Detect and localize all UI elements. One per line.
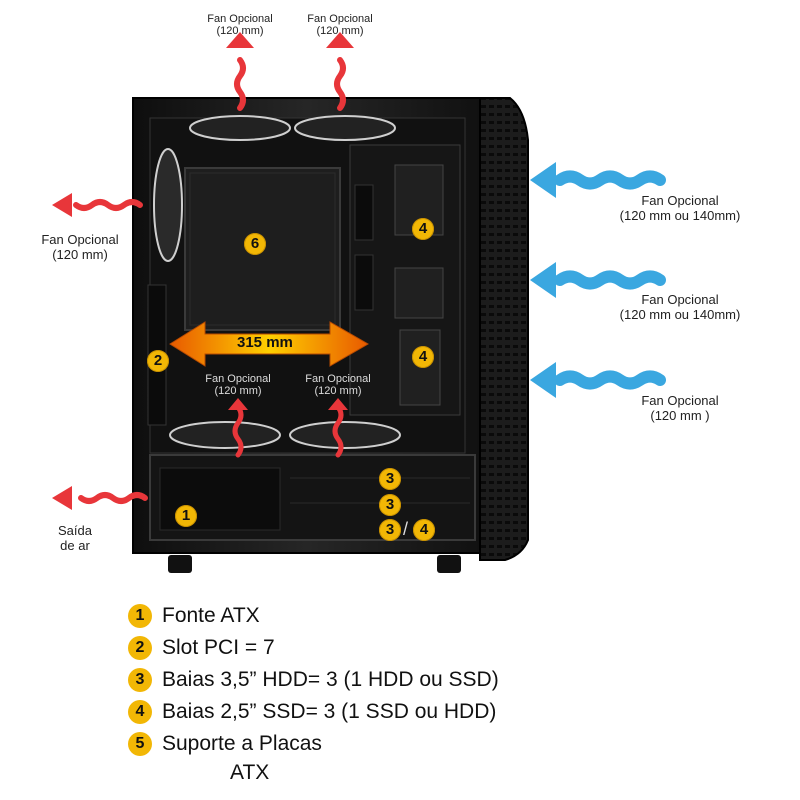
legend-text-4: Baias 2,5” SSD= 3 (1 SSD ou HDD) xyxy=(162,700,497,723)
case-shell xyxy=(132,97,529,573)
exhaust-arrows xyxy=(52,32,354,510)
badge-slash: / xyxy=(403,519,409,539)
legend-badge-5: 5 xyxy=(128,732,152,756)
rear-fan-label: Fan Opcional(120 mm) xyxy=(41,232,119,262)
legend-item-1: 1 Fonte ATX xyxy=(128,600,688,632)
legend-badge-1: 1 xyxy=(128,604,152,628)
legend-text-5-continuation: ATX xyxy=(230,761,270,784)
badge-3-bottom: 3 xyxy=(379,519,401,541)
legend-text-3: Baias 3,5” HDD= 3 (1 HDD ou SSD) xyxy=(162,668,499,691)
bottom-fan-2-label: Fan Opcional(120 mm) xyxy=(305,373,371,397)
badge-3-top: 3 xyxy=(379,468,401,490)
legend-text-2: Slot PCI = 7 xyxy=(162,636,275,659)
badge-4-lower: 4 xyxy=(413,519,435,541)
legend-item-5: 5 Suporte a Placas xyxy=(128,728,688,760)
legend-item-2: 2 Slot PCI = 7 xyxy=(128,632,688,664)
front-fan-2-label: Fan Opcional(120 mm ou 140mm) xyxy=(619,292,741,322)
bottom-fan-1-label: Fan Opcional(120 mm) xyxy=(205,373,271,397)
front-fan-1-label: Fan Opcional(120 mm ou 140mm) xyxy=(619,193,741,223)
badge-4-middle: 4 xyxy=(412,346,434,368)
legend-badge-3: 3 xyxy=(128,668,152,692)
legend-text-1: Fonte ATX xyxy=(162,604,260,627)
badge-4-upper: 4 xyxy=(412,218,434,240)
badge-1: 1 xyxy=(175,505,197,527)
legend-badge-2: 2 xyxy=(128,636,152,660)
badge-3-middle: 3 xyxy=(379,494,401,516)
legend: 1 Fonte ATX 2 Slot PCI = 7 3 Baias 3,5” … xyxy=(128,600,688,786)
top-fan-2-label: Fan Opcional(120 mm) xyxy=(307,13,373,37)
legend-badge-4: 4 xyxy=(128,700,152,724)
dimension-label: 315 mm xyxy=(237,334,293,351)
top-fan-1-label: Fan Opcional(120 mm) xyxy=(207,13,273,37)
dimension-arrow xyxy=(169,321,369,367)
badge-6: 6 xyxy=(244,233,266,255)
legend-item-5-continuation: ATX xyxy=(128,760,688,786)
legend-text-5: Suporte a Placas xyxy=(162,732,322,755)
legend-item-4: 4 Baias 2,5” SSD= 3 (1 SSD ou HDD) xyxy=(128,696,688,728)
badge-2: 2 xyxy=(147,350,169,372)
intake-arrows xyxy=(530,162,666,398)
legend-item-3: 3 Baias 3,5” HDD= 3 (1 HDD ou SSD) xyxy=(128,664,688,696)
front-fan-3-label: Fan Opcional(120 mm ) xyxy=(641,393,719,423)
